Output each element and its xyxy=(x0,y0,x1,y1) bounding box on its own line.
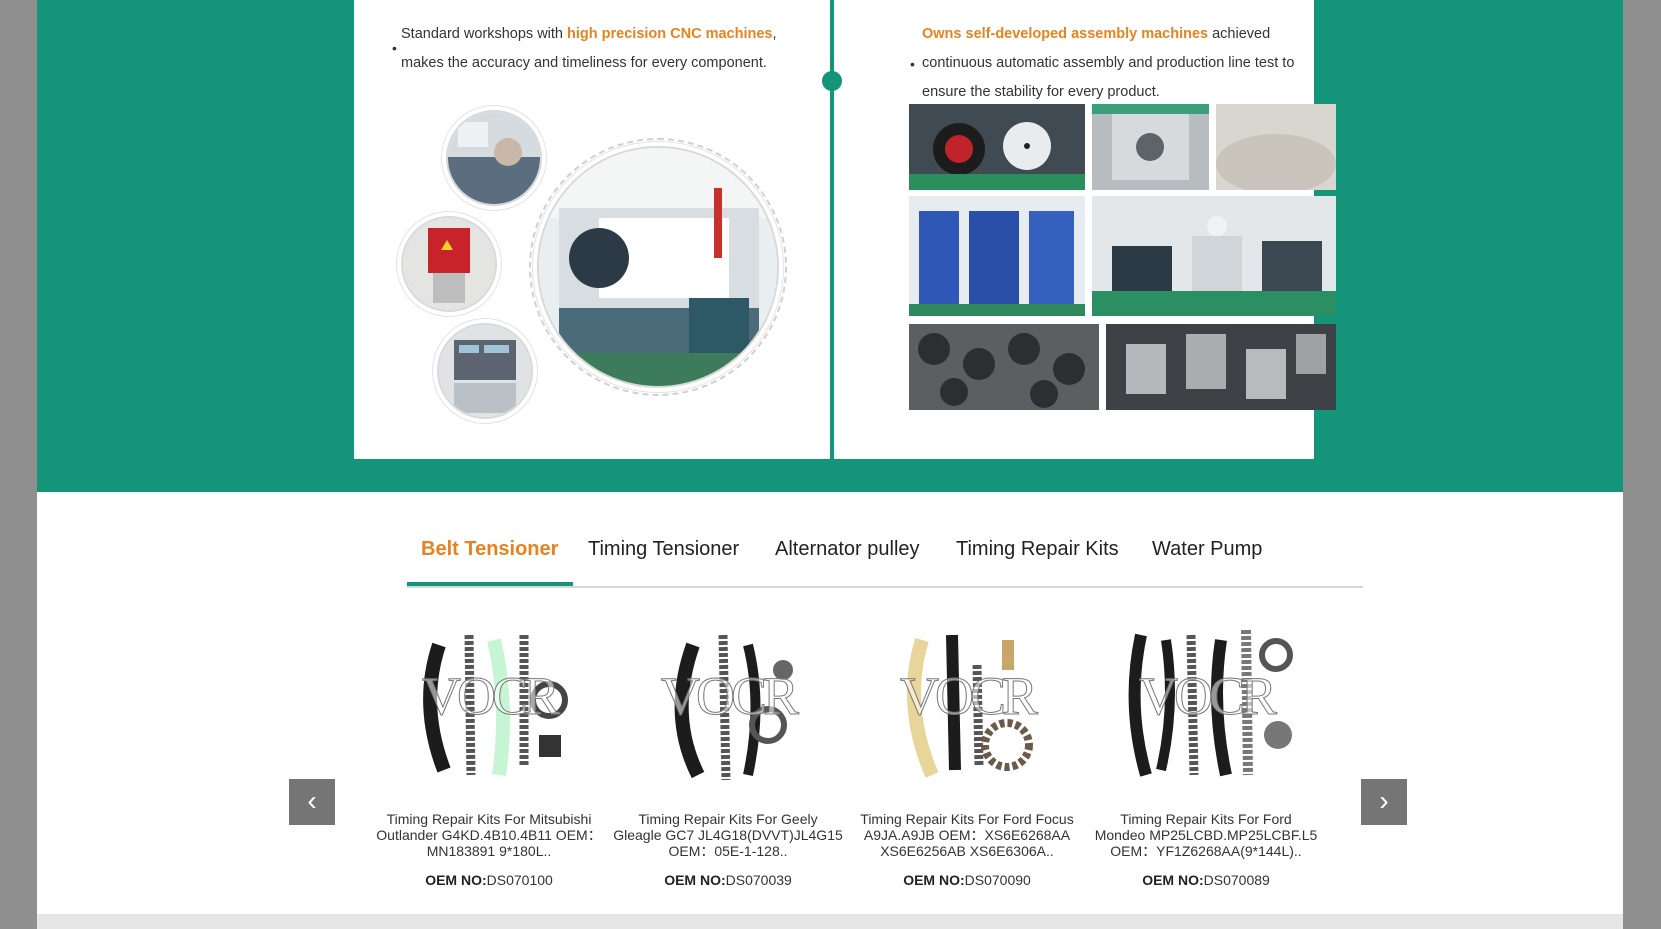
control-panel-photo xyxy=(437,323,533,419)
product-card[interactable]: VOCR Timing Repair Kits For Geely Gleagl… xyxy=(612,625,844,888)
feature-text-suffix: achieved xyxy=(1208,26,1271,42)
product-watermark: VOCR xyxy=(1138,666,1277,727)
green-banner: • Standard workshops with high precision… xyxy=(37,0,1623,492)
product-category-tabs: Belt Tensioner Timing Tensioner Alternat… xyxy=(407,520,1363,588)
carousel-next-button[interactable]: › xyxy=(1361,779,1407,825)
product-name[interactable]: Timing Repair Kits For Geely Gleagle GC7… xyxy=(613,811,843,859)
assembly-feature-text: Owns self-developed assembly machines ac… xyxy=(922,20,1332,107)
product-watermark: VOCR xyxy=(899,666,1038,727)
feature-highlight: Owns self-developed assembly machines xyxy=(922,26,1209,42)
product-oem: OEM NO:DS070100 xyxy=(425,872,553,888)
tab-belt-tensioner[interactable]: Belt Tensioner xyxy=(421,538,559,560)
cnc-feature-text: Standard workshops with high precision C… xyxy=(401,20,801,78)
workshop-photo xyxy=(446,110,542,206)
chevron-left-icon: ‹ xyxy=(307,785,317,816)
bullet-icon: • xyxy=(910,56,915,72)
feature-text-line: continuous automatic assembly and produc… xyxy=(922,55,1295,71)
product-oem: OEM NO:DS070039 xyxy=(664,872,792,888)
red-press-photo xyxy=(401,216,497,312)
tab-timing-repair-kits[interactable]: Timing Repair Kits xyxy=(956,538,1119,560)
tab-water-pump[interactable]: Water Pump xyxy=(1152,538,1263,560)
product-card[interactable]: VOCR Timing Repair Kits For Ford Focus A… xyxy=(851,625,1083,888)
tab-alternator-pulley[interactable]: Alternator pulley xyxy=(775,538,920,560)
feature-text-suffix: , xyxy=(772,26,777,42)
feature-text-line: ensure the stability for every product. xyxy=(922,84,1160,100)
cnc-photo-collage xyxy=(399,108,787,438)
timeline-dot xyxy=(822,71,842,91)
assembly-fixture-photo xyxy=(1092,104,1209,190)
product-card[interactable]: VOCR Timing Repair Kits For Ford Mondeo … xyxy=(1090,625,1322,888)
gauge-inspection-photo xyxy=(909,104,1085,190)
warehouse-shelves-photo xyxy=(909,196,1085,316)
footer-strip xyxy=(37,914,1623,929)
dashed-ring xyxy=(529,138,787,396)
timeline-divider xyxy=(830,0,834,459)
carousel-prev-button[interactable]: ‹ xyxy=(289,779,335,825)
active-tab-indicator xyxy=(407,582,573,586)
product-image[interactable]: VOCR xyxy=(1116,625,1296,783)
tensioner-parts-photo xyxy=(1106,324,1336,410)
tab-timing-tensioner[interactable]: Timing Tensioner xyxy=(588,538,740,560)
production-line-photo xyxy=(1092,196,1336,316)
product-watermark: VOCR xyxy=(660,666,799,727)
product-card[interactable]: VOCR Timing Repair Kits For Mitsubishi O… xyxy=(373,625,605,888)
factory-showcase: • Standard workshops with high precision… xyxy=(354,0,1336,459)
product-image[interactable]: VOCR xyxy=(638,625,818,783)
product-name[interactable]: Timing Repair Kits For Ford Mondeo MP25L… xyxy=(1094,811,1318,859)
feature-highlight: high precision CNC machines xyxy=(567,26,773,42)
chevron-right-icon: › xyxy=(1379,785,1389,816)
feature-text-prefix: Standard workshops with xyxy=(401,26,568,42)
feature-text-line: makes the accuracy and timeliness for ev… xyxy=(401,55,767,71)
bearing-parts-photo xyxy=(909,324,1099,410)
material-sample-photo xyxy=(1216,104,1336,190)
product-name[interactable]: Timing Repair Kits For Mitsubishi Outlan… xyxy=(376,811,602,859)
product-name[interactable]: Timing Repair Kits For Ford Focus A9JA.A… xyxy=(860,811,1074,859)
product-oem: OEM NO:DS070089 xyxy=(1142,872,1270,888)
product-watermark: VOCR xyxy=(421,666,560,727)
cnc-machine-photo xyxy=(537,146,779,388)
page: • Standard workshops with high precision… xyxy=(37,0,1623,929)
product-image[interactable]: VOCR xyxy=(399,625,579,783)
bullet-icon: • xyxy=(392,40,397,56)
product-oem: OEM NO:DS070090 xyxy=(903,872,1031,888)
product-image[interactable]: VOCR xyxy=(877,625,1057,783)
